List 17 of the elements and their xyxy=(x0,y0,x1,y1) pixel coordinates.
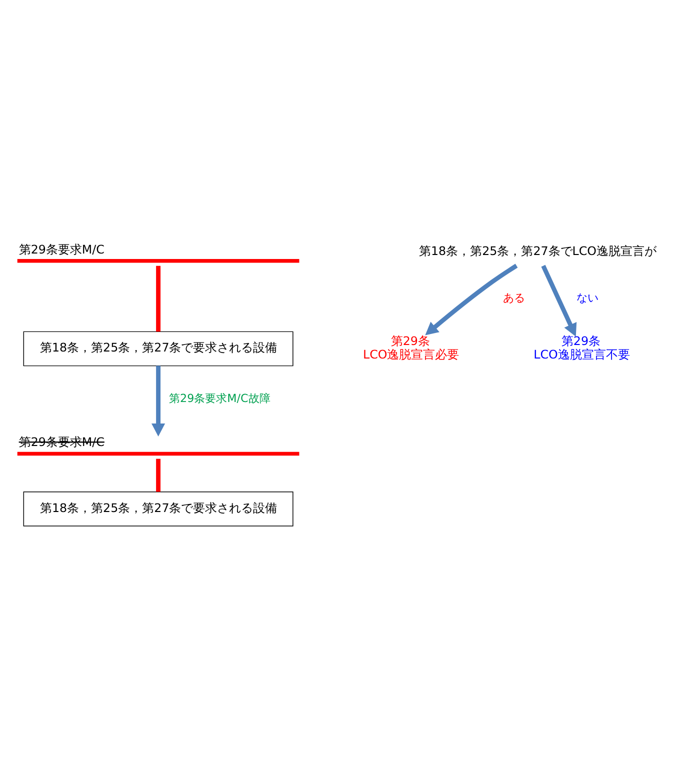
node-box xyxy=(17,451,300,456)
edge-label: ある xyxy=(502,291,525,304)
arrow xyxy=(541,264,577,336)
arrow xyxy=(425,263,518,335)
node-box: 第18条，第25条，第27条で要求される設備 xyxy=(23,491,294,526)
node-box xyxy=(17,258,300,262)
arrow xyxy=(152,365,166,436)
node-text: 第29条 LCO逸脱宣言不要 xyxy=(534,333,630,361)
node-box: 第18条，第25条，第27条で要求される設備 xyxy=(23,330,294,366)
node-text: 第18条，第25条，第27条でLCO逸脱宣言が xyxy=(419,244,657,258)
edge-label: ない xyxy=(576,291,598,304)
edge-label: 第29条要求M/C故障 xyxy=(169,391,270,404)
node-text: 第29条 LCO逸脱宣言必要 xyxy=(363,333,460,361)
connector xyxy=(156,265,161,332)
node-label: 第29条要求M/C xyxy=(18,242,104,256)
node-label: 第29条要求M/C xyxy=(18,434,104,448)
connector xyxy=(156,458,161,492)
